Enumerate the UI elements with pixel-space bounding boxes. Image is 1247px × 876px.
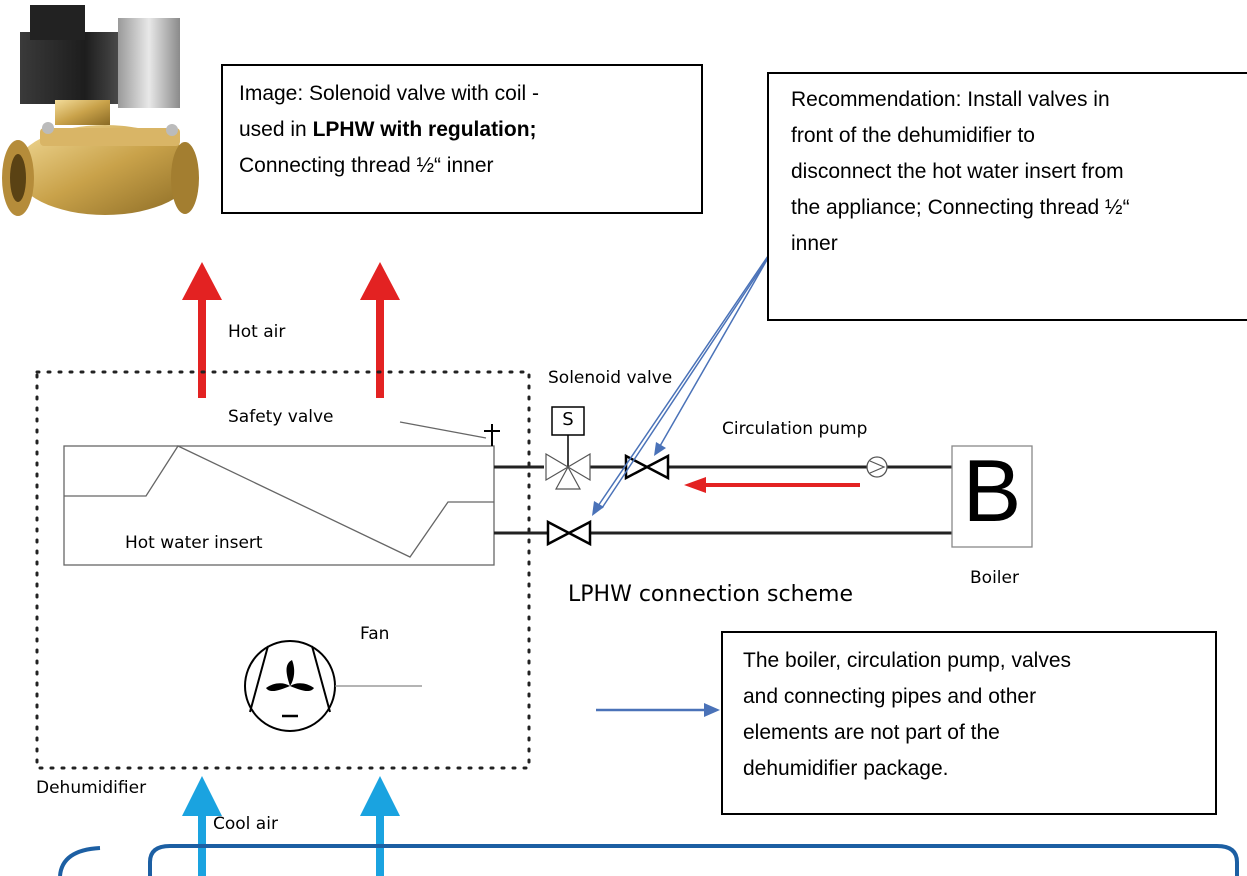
circulation-pump-symbol (866, 456, 888, 478)
cool-air-arrow-head (182, 776, 222, 816)
solenoid-valve-label: Solenoid valve (548, 368, 673, 388)
scheme-title: LPHW connection scheme (568, 582, 854, 607)
recommendation-line5: inner (791, 232, 838, 255)
recommendation-line4: the appliance; Connecting thread ½“ (791, 196, 1130, 219)
image-note-line3: Connecting thread ½“ inner (239, 154, 494, 177)
safety-valve-symbol (484, 424, 500, 446)
dehumidifier-label: Dehumidifier (36, 778, 147, 798)
recommendation-leaders (592, 251, 773, 516)
package-note-callout: The boiler, circulation pump, valves and… (721, 631, 1217, 815)
outlet-port (171, 142, 199, 214)
valve-flange (40, 128, 180, 146)
package-note-arrow (596, 703, 720, 717)
cool-air-arrow-head (360, 776, 400, 816)
solenoid-letter: S (562, 409, 574, 430)
image-note-line2-prefix: used in (239, 118, 313, 141)
hot-water-insert-box (63, 445, 495, 566)
insert-coil-line (64, 445, 494, 558)
image-note-line2-bold: LPHW with regulation; (312, 118, 537, 141)
safety-valve-label: Safety valve (228, 407, 334, 427)
valve-bonnet (55, 100, 110, 125)
safety-valve-leader (399, 421, 487, 439)
coil-housing (20, 32, 128, 104)
hot-air-arrow-head (360, 262, 400, 300)
flow-direction-arrow (684, 477, 860, 493)
recommendation-line3: disconnect the hot water insert from (791, 160, 1124, 183)
solenoid-valve-symbol (545, 406, 591, 490)
hot-air-arrow-head (182, 262, 222, 300)
recommendation-line2: front of the dehumidifier to (791, 124, 1035, 147)
screw (166, 124, 178, 136)
pipes (494, 465, 952, 535)
boiler-box (951, 445, 1033, 548)
solenoid-valve-photo (2, 5, 199, 216)
valve-body (15, 125, 195, 215)
package-note-line2: and connecting pipes and other (743, 685, 1037, 708)
image-note-line1: Image: Solenoid valve with coil - (239, 82, 539, 105)
hot-water-insert-label: Hot water insert (125, 533, 263, 553)
image-note-callout: Image: Solenoid valve with coil - used i… (221, 64, 703, 214)
shutoff-valve-supply (624, 453, 670, 481)
inlet-thread (10, 154, 26, 202)
package-note-line1: The boiler, circulation pump, valves (743, 649, 1071, 672)
fan-label: Fan (360, 624, 390, 644)
hot-water-insert (63, 445, 495, 566)
package-note-line3: elements are not part of the (743, 721, 1000, 744)
shutoff-valve-return (546, 519, 592, 547)
recommendation-line1: Recommendation: Install valves in (791, 88, 1110, 111)
boiler-letter: B (962, 441, 1022, 540)
screw (42, 122, 54, 134)
solenoid-coil-box (551, 406, 585, 436)
coil-cap (30, 5, 85, 40)
hot-air-label: Hot air (228, 322, 286, 342)
fan-symbol (244, 640, 422, 732)
hot-air-arrows (182, 262, 400, 398)
cool-air-label: Cool air (213, 814, 278, 834)
image-note-line2: used in LPHW with regulation; (239, 112, 685, 148)
dehumidifier-boundary (35, 370, 531, 770)
recommendation-callout: Recommendation: Install valves in front … (767, 72, 1247, 321)
coil-connector (118, 18, 180, 108)
circulation-pump-label: Circulation pump (722, 419, 868, 439)
package-note-line4: dehumidifier package. (743, 757, 949, 780)
boiler-label: Boiler (970, 568, 1019, 588)
bottom-banner (58, 844, 1239, 876)
